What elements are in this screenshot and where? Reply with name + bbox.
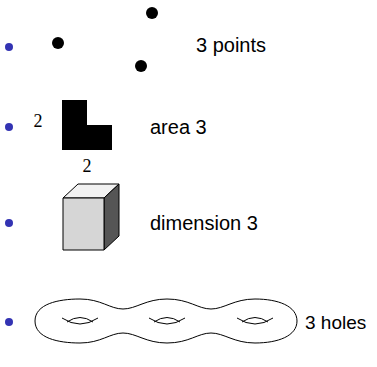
- cube-side: [104, 184, 119, 250]
- points: [52, 7, 158, 72]
- dimension-count-label: dimension 3: [150, 213, 258, 233]
- hole: [237, 318, 273, 324]
- bullet: [5, 219, 13, 227]
- hole: [62, 318, 98, 324]
- bullets: [5, 43, 13, 326]
- count-label: 3 points: [196, 35, 266, 55]
- area-label: area 3: [150, 117, 207, 137]
- point: [52, 37, 64, 49]
- point: [135, 60, 147, 72]
- cube: [63, 184, 119, 250]
- bullet: [5, 123, 13, 131]
- hole: [149, 318, 185, 324]
- l-shape: [62, 100, 112, 150]
- dimension-label: 2: [34, 112, 43, 130]
- cube-front: [63, 198, 104, 250]
- triple-torus: [35, 299, 297, 343]
- torus-outline: [35, 299, 297, 343]
- hole: [67, 318, 93, 323]
- bullet: [5, 318, 13, 326]
- point: [146, 7, 158, 19]
- hole: [154, 318, 180, 323]
- hole: [242, 318, 268, 323]
- holes-label: 3 holes: [305, 313, 366, 332]
- bullet: [5, 43, 13, 51]
- dimension-label: 2: [83, 157, 92, 175]
